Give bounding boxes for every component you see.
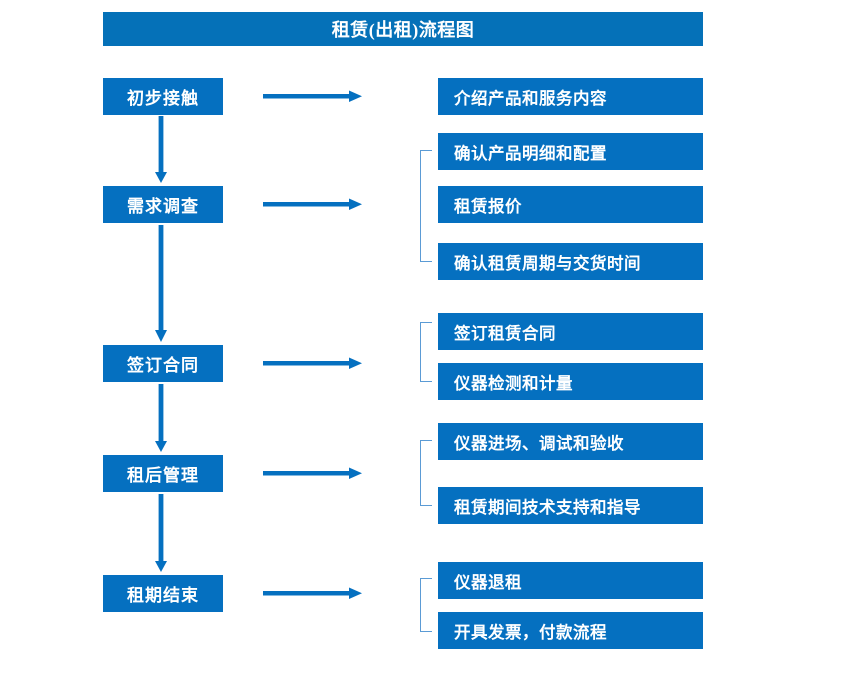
stage-box-initial-contact[interactable]: 初步接触 [103, 78, 223, 115]
detail-box-instrument-entry-commissioning[interactable]: 仪器进场、调试和验收 [438, 423, 703, 460]
stage-box-sign-contract[interactable]: 签订合同 [103, 345, 223, 382]
detail-box-technical-support[interactable]: 租赁期间技术支持和指导 [438, 487, 703, 524]
group-bracket-contract [420, 322, 432, 382]
group-bracket-rental-end [420, 578, 432, 632]
horizontal-arrow-icon [263, 198, 362, 210]
horizontal-arrow-icon [263, 90, 362, 102]
detail-box-confirm-rental-period[interactable]: 确认租赁周期与交货时间 [438, 243, 703, 280]
horizontal-arrow-icon [263, 587, 362, 599]
vertical-arrow-icon [155, 494, 167, 572]
horizontal-arrow-icon [263, 467, 362, 479]
detail-box-instrument-inspection[interactable]: 仪器检测和计量 [438, 363, 703, 400]
detail-box-introduce-products[interactable]: 介绍产品和服务内容 [438, 78, 703, 115]
group-bracket-post-rental [420, 440, 432, 506]
detail-box-invoice-payment[interactable]: 开具发票，付款流程 [438, 612, 703, 649]
detail-box-instrument-return[interactable]: 仪器退租 [438, 562, 703, 599]
stage-box-demand-survey[interactable]: 需求调查 [103, 186, 223, 223]
vertical-arrow-icon [155, 384, 167, 452]
stage-box-post-rental-management[interactable]: 租后管理 [103, 455, 223, 492]
detail-box-confirm-product-details[interactable]: 确认产品明细和配置 [438, 133, 703, 170]
stage-box-rental-end[interactable]: 租期结束 [103, 575, 223, 612]
horizontal-arrow-icon [263, 357, 362, 369]
detail-box-rental-quotation[interactable]: 租赁报价 [438, 186, 703, 223]
vertical-arrow-icon [155, 225, 167, 342]
group-bracket-demand-survey [420, 150, 432, 262]
detail-box-sign-rental-contract[interactable]: 签订租赁合同 [438, 313, 703, 350]
vertical-arrow-icon [155, 116, 167, 183]
page-title: 租赁(出租)流程图 [103, 12, 703, 46]
